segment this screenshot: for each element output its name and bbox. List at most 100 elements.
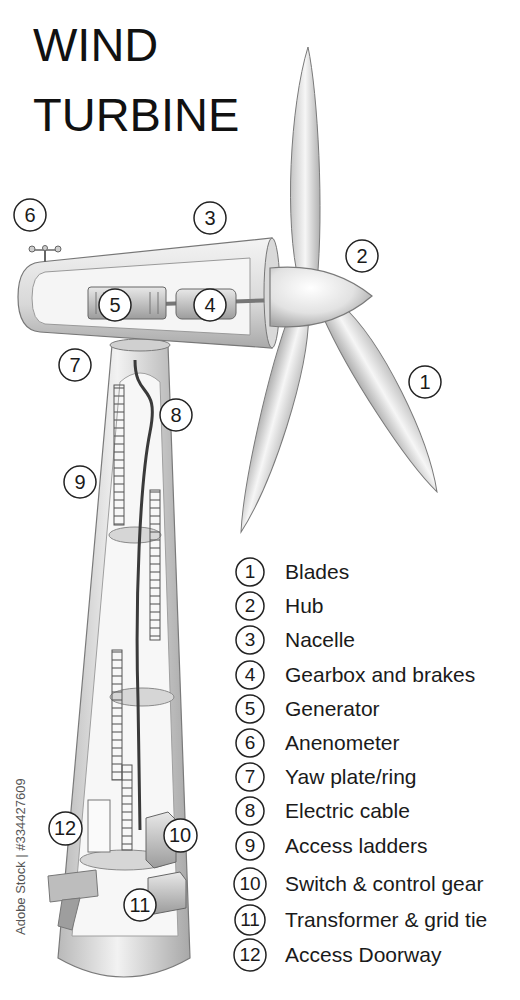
callout-number: 6	[245, 732, 256, 754]
hub	[270, 267, 372, 327]
callout-number: 3	[204, 207, 215, 230]
number-circle: 6	[235, 728, 265, 758]
callout-number: 5	[109, 294, 120, 317]
number-circle: 2	[345, 239, 379, 273]
callout-circle: 6	[13, 198, 47, 232]
circle-shape	[236, 763, 264, 791]
callout-circle: 1	[408, 365, 442, 399]
key-entry: 12Access Doorway	[233, 938, 441, 972]
number-circle: 5	[235, 694, 265, 724]
circle-shape	[234, 868, 266, 900]
key-entry: 5 Generator	[235, 694, 380, 724]
number-circle: 5	[98, 288, 132, 322]
callout-circle: 10	[163, 818, 198, 853]
callout-number: 1	[419, 371, 430, 394]
callout-circle: 11	[123, 888, 157, 922]
number-circle: 3	[193, 201, 227, 235]
watermark: Adobe Stock | #334427609	[14, 778, 28, 935]
number-circle: 4	[193, 288, 227, 322]
number-circle: 2	[235, 591, 265, 621]
number-circle: 3	[235, 625, 265, 655]
number-circle: 10	[163, 818, 198, 853]
callout-number: 7	[245, 766, 256, 788]
callout-number: 9	[74, 471, 85, 494]
circle-shape	[164, 819, 197, 852]
number-circle: 12	[233, 938, 267, 972]
key-entry: 1Blades	[235, 557, 349, 587]
circle-shape	[160, 399, 192, 431]
blade	[229, 309, 317, 537]
part-name: Gearbox and brakes	[285, 663, 475, 687]
part-name: Anenometer	[285, 731, 399, 755]
base-flange	[48, 870, 98, 902]
gearbox	[176, 289, 236, 319]
number-circle: 7	[235, 762, 265, 792]
callout-number: 12	[54, 817, 76, 840]
circle-shape	[59, 349, 91, 381]
circle-shape	[236, 695, 264, 723]
callout-number: 4	[204, 294, 215, 317]
number-circle: 8	[159, 398, 193, 432]
key-entry: 6 Anenometer	[235, 728, 399, 758]
callout-number: 2	[245, 595, 256, 617]
circle-shape	[99, 289, 131, 321]
callout-circle: 5	[98, 288, 132, 322]
nacelle	[18, 238, 272, 348]
circle-shape	[346, 240, 378, 272]
callout-number: 11	[130, 894, 151, 917]
circle-shape	[236, 797, 264, 825]
callout-circle: 4	[193, 288, 227, 322]
key-entry: 10 Switch & control gear	[233, 867, 483, 901]
key-entry: 2 Hub	[235, 591, 324, 621]
number-circle: 11	[234, 904, 266, 936]
key-entry: 7 Yaw plate/ring	[235, 762, 417, 792]
key-entry: 11Transformer & grid tie	[234, 904, 487, 936]
callout-circle: 12	[48, 811, 83, 846]
callout-circle: 8	[159, 398, 193, 432]
circle-shape	[64, 466, 96, 498]
part-name: Generator	[285, 697, 380, 721]
number-circle: 9	[63, 465, 97, 499]
number-circle: 8	[235, 796, 265, 826]
title: WIND TURBINE	[33, 10, 273, 150]
key-entry: 9Access ladders	[235, 831, 427, 861]
number-circle: 12	[48, 811, 83, 846]
key-entry: 4 Gearbox and brakes	[235, 660, 475, 690]
number-circle: 10	[233, 867, 267, 901]
circle-shape	[235, 905, 265, 935]
callout-number: 10	[239, 873, 260, 895]
part-name: Hub	[285, 594, 324, 618]
ladder	[112, 650, 122, 780]
callout-number: 6	[24, 204, 35, 227]
number-circle: 1	[235, 557, 265, 587]
tower-cutaway	[72, 373, 178, 936]
callout-number: 10	[169, 824, 191, 847]
circle-shape	[409, 366, 441, 398]
blade	[290, 47, 320, 282]
callout-number: 11	[240, 909, 260, 931]
callout-number: 1	[245, 561, 256, 583]
ladder	[114, 385, 124, 525]
callout-number: 5	[245, 698, 256, 720]
callout-number: 4	[245, 664, 256, 686]
callout-circle: 3	[193, 201, 227, 235]
callout-number: 7	[69, 354, 80, 377]
doorway	[88, 800, 110, 852]
ladder	[122, 765, 132, 850]
callout-number: 3	[245, 629, 256, 651]
part-name: Yaw plate/ring	[285, 765, 417, 789]
callout-circle: 9	[63, 465, 97, 499]
circle-shape	[236, 626, 264, 654]
circle-shape	[236, 661, 264, 689]
circle-shape	[124, 889, 156, 921]
callout-number: 8	[170, 404, 181, 427]
number-circle: 9	[235, 831, 265, 861]
part-name: Nacelle	[285, 628, 355, 652]
circle-shape	[236, 592, 264, 620]
circle-shape	[194, 202, 226, 234]
number-circle: 1	[408, 365, 442, 399]
part-name: Switch & control gear	[285, 872, 483, 896]
number-circle: 7	[58, 348, 92, 382]
circle-shape	[236, 558, 264, 586]
